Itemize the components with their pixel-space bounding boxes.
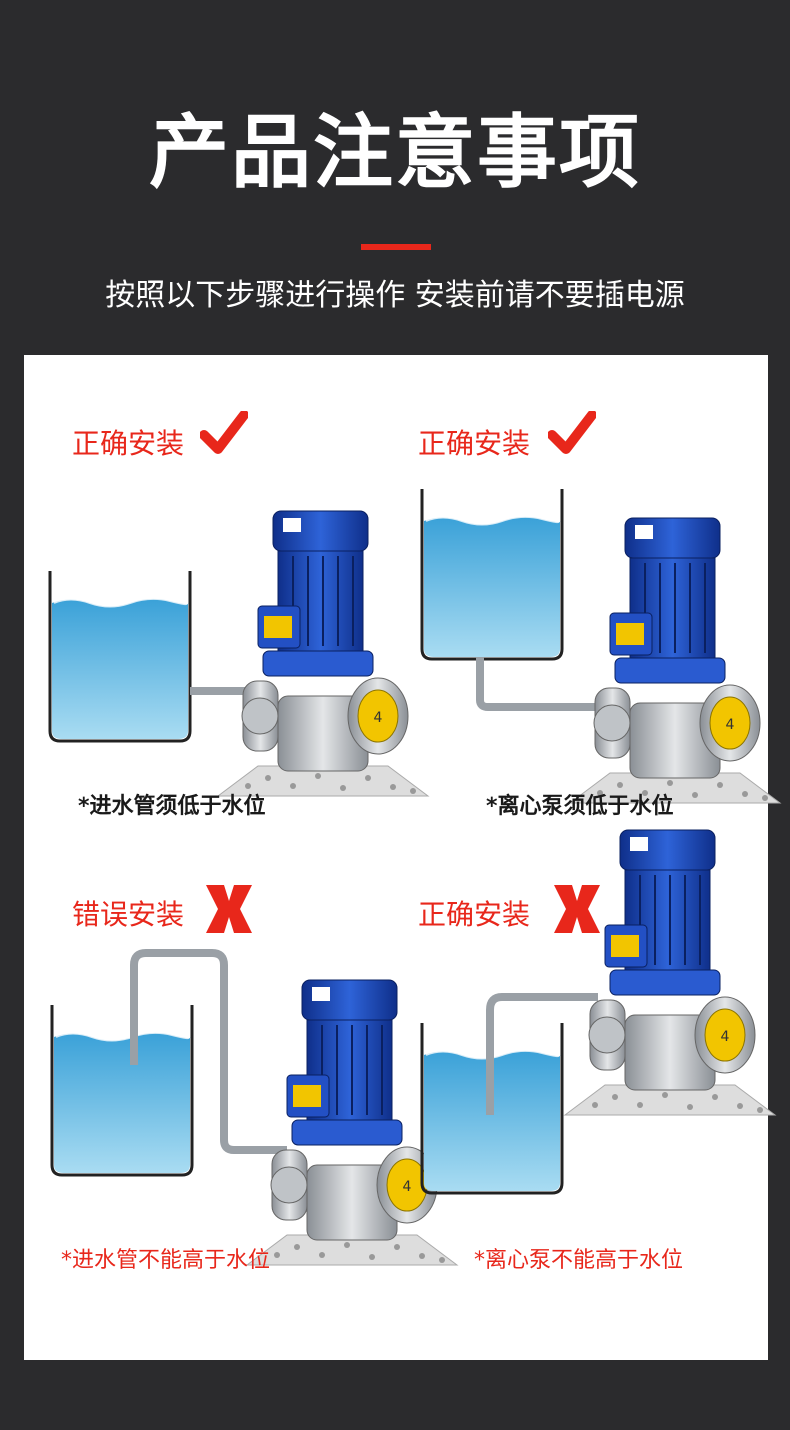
page-subtitle: 按照以下步骤进行操作 安装前请不要插电源	[105, 278, 685, 313]
title-accent-bar	[361, 244, 431, 250]
install-caption: *进水管须低于水位	[78, 794, 266, 819]
install-caption: *离心泵须低于水位	[486, 794, 674, 819]
check-icon	[548, 411, 596, 454]
cross-icon	[206, 885, 252, 933]
install-label: 正确安装	[418, 427, 531, 460]
install-diagram-1	[48, 510, 429, 797]
install-caption: *离心泵不能高于水位	[474, 1248, 684, 1273]
install-label: 错误安装	[72, 898, 185, 931]
cross-icon	[554, 885, 600, 933]
install-diagram-2	[420, 487, 781, 804]
install-diagram-3	[50, 949, 458, 1266]
install-caption: *进水管不能高于水位	[61, 1248, 271, 1273]
instructions-panel: 4 正确安装	[24, 355, 781, 1360]
check-icon	[200, 411, 248, 454]
page-title: 产品注意事项	[149, 106, 641, 199]
install-diagram-4	[420, 829, 776, 1195]
install-label: 正确安装	[418, 898, 531, 931]
install-label: 正确安装	[72, 427, 185, 460]
